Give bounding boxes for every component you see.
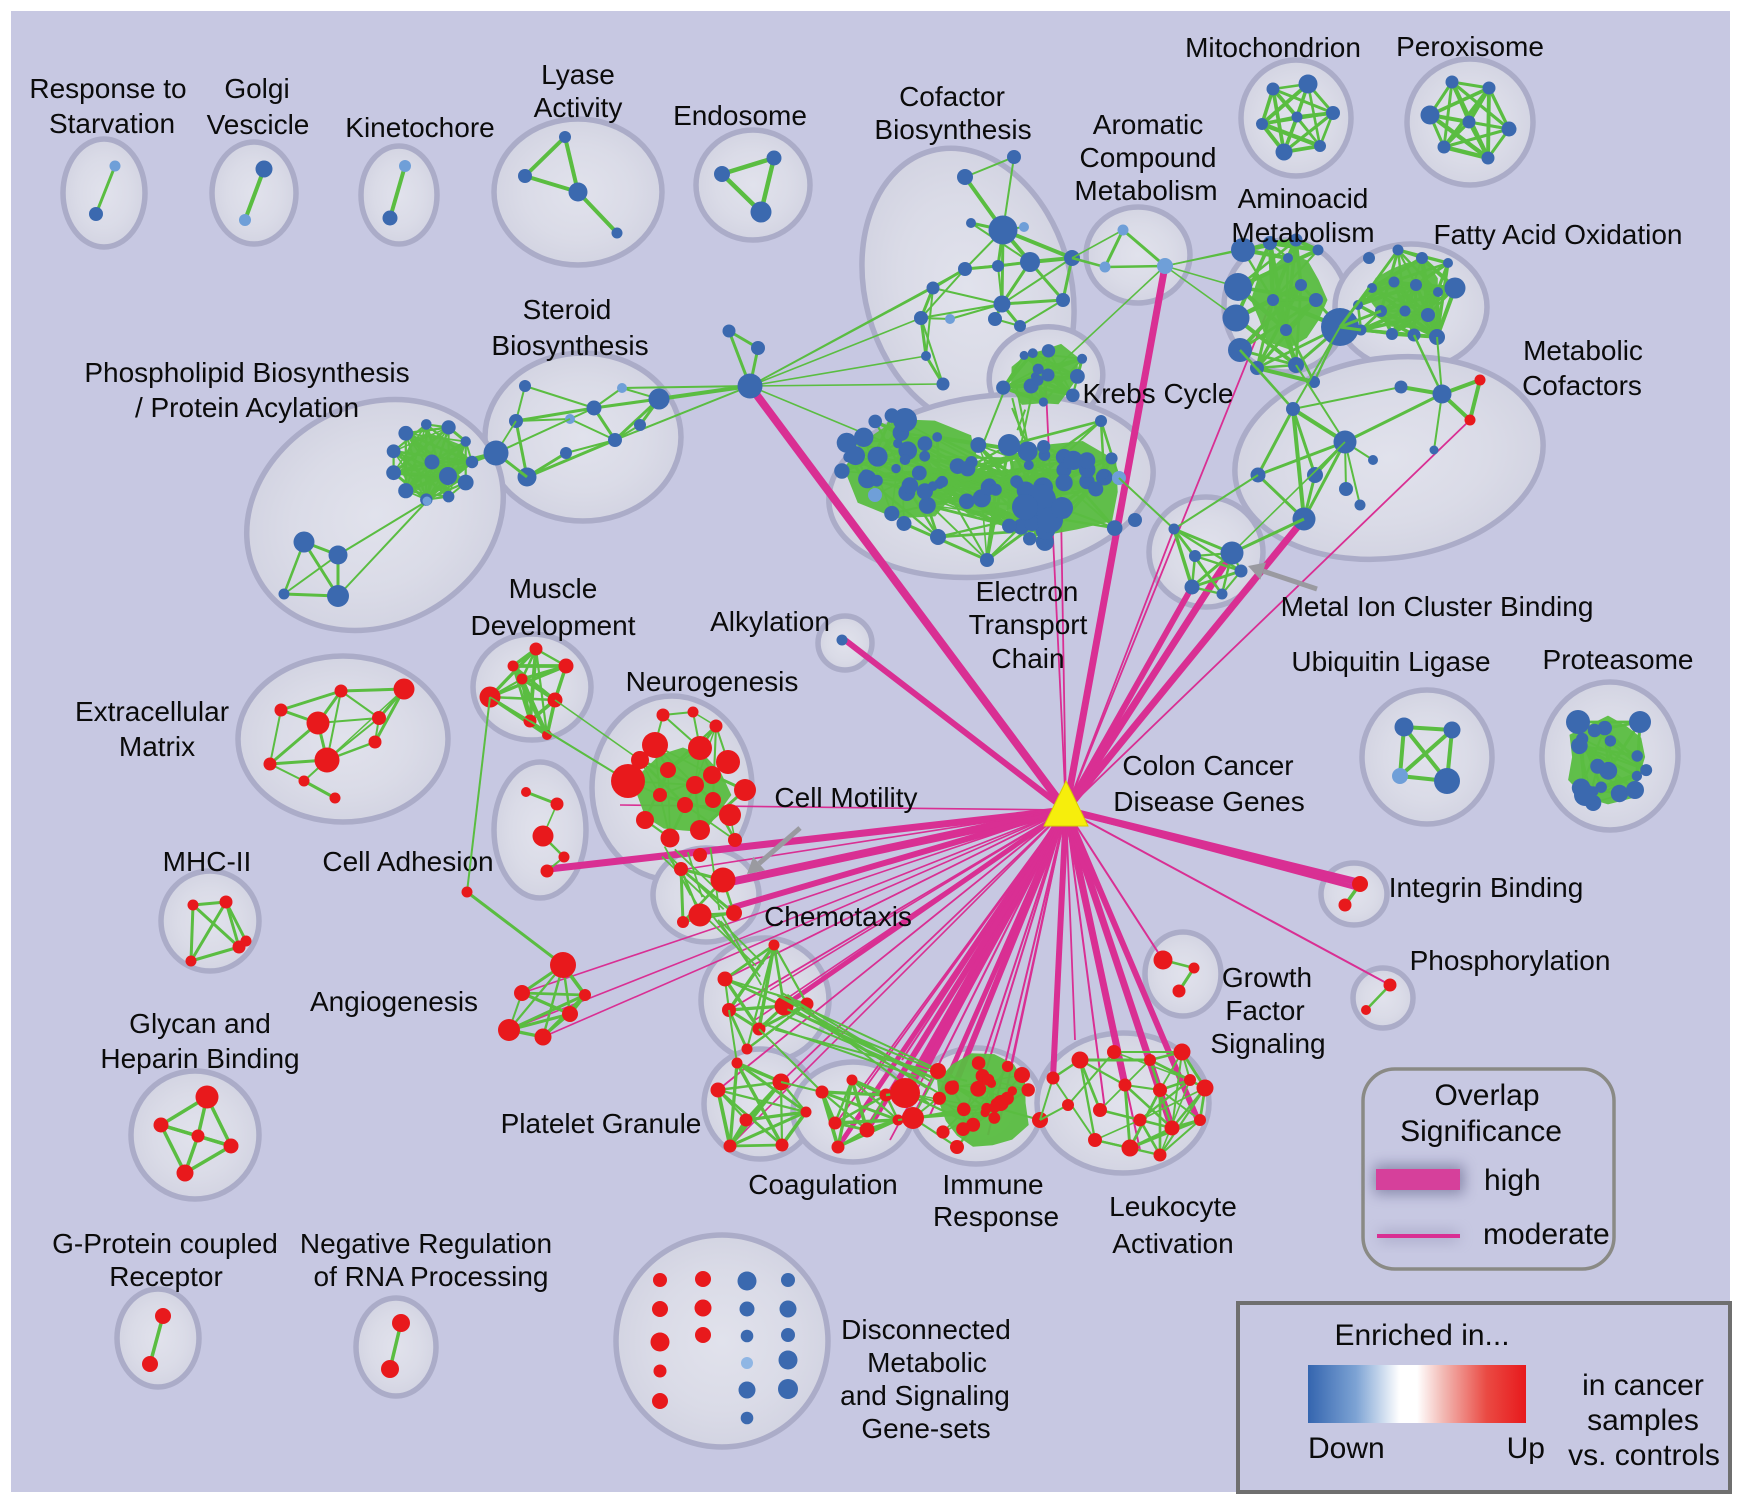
svg-text:Metabolism: Metabolism (1231, 217, 1374, 248)
svg-text:Mitochondrion: Mitochondrion (1185, 32, 1361, 63)
svg-text:Compound: Compound (1080, 142, 1217, 173)
svg-text:Phosphorylation: Phosphorylation (1410, 945, 1611, 976)
svg-text:Chemotaxis: Chemotaxis (764, 901, 912, 932)
svg-text:Significance: Significance (1400, 1115, 1562, 1148)
svg-text:Coagulation: Coagulation (748, 1169, 897, 1200)
svg-text:samples: samples (1587, 1404, 1699, 1437)
svg-text:Peroxisome: Peroxisome (1396, 31, 1544, 62)
svg-text:Cell Adhesion: Cell Adhesion (322, 846, 493, 877)
svg-text:G-Protein coupled: G-Protein coupled (52, 1228, 278, 1259)
svg-text:and Signaling: and Signaling (840, 1380, 1010, 1411)
svg-text:MHC-II: MHC-II (163, 846, 252, 877)
svg-text:Biosynthesis: Biosynthesis (491, 330, 648, 361)
svg-text:Alkylation: Alkylation (710, 606, 830, 637)
svg-text:Metal Ion Cluster Binding: Metal Ion Cluster Binding (1281, 591, 1594, 622)
svg-text:Immune: Immune (942, 1169, 1043, 1200)
svg-text:Extracellular: Extracellular (75, 696, 229, 727)
svg-text:Response to: Response to (29, 73, 186, 104)
svg-text:Gene-sets: Gene-sets (861, 1413, 990, 1444)
svg-text:Aromatic: Aromatic (1093, 109, 1203, 140)
svg-text:Golgi: Golgi (224, 73, 289, 104)
svg-text:in cancer: in cancer (1582, 1369, 1704, 1402)
svg-text:Heparin Binding: Heparin Binding (100, 1043, 299, 1074)
svg-text:Negative Regulation: Negative Regulation (300, 1228, 552, 1259)
svg-text:Proteasome: Proteasome (1543, 644, 1694, 675)
svg-text:Factor: Factor (1225, 995, 1304, 1026)
svg-text:Metabolic: Metabolic (1523, 335, 1643, 366)
svg-text:Receptor: Receptor (109, 1261, 223, 1292)
svg-text:Integrin Binding: Integrin Binding (1389, 872, 1584, 903)
svg-text:Biosynthesis: Biosynthesis (874, 114, 1031, 145)
svg-text:Kinetochore: Kinetochore (345, 112, 494, 143)
svg-text:Activity: Activity (534, 92, 623, 123)
svg-text:Vescicle: Vescicle (207, 109, 310, 140)
svg-text:Lyase: Lyase (541, 59, 615, 90)
svg-text:Krebs Cycle: Krebs Cycle (1083, 378, 1234, 409)
svg-text:Steroid: Steroid (523, 294, 612, 325)
svg-text:Transport: Transport (969, 609, 1088, 640)
svg-text:Disconnected: Disconnected (841, 1314, 1011, 1345)
svg-text:/ Protein Acylation: / Protein Acylation (135, 392, 359, 423)
svg-text:Metabolic: Metabolic (867, 1347, 987, 1378)
svg-text:moderate: moderate (1483, 1218, 1610, 1251)
svg-text:Disease Genes: Disease Genes (1113, 786, 1304, 817)
svg-text:Electron: Electron (976, 576, 1079, 607)
svg-text:Signaling: Signaling (1210, 1028, 1325, 1059)
svg-text:Activation: Activation (1112, 1228, 1233, 1259)
svg-text:Matrix: Matrix (119, 731, 195, 762)
svg-text:Phospholipid Biosynthesis: Phospholipid Biosynthesis (84, 357, 409, 388)
svg-text:Aminoacid: Aminoacid (1238, 183, 1369, 214)
svg-text:Glycan and: Glycan and (129, 1008, 271, 1039)
svg-text:Metabolism: Metabolism (1074, 175, 1217, 206)
svg-text:Up: Up (1507, 1432, 1545, 1465)
svg-text:high: high (1484, 1164, 1541, 1197)
svg-text:Cofactors: Cofactors (1522, 370, 1642, 401)
svg-text:Starvation: Starvation (49, 108, 175, 139)
svg-text:Enriched in...: Enriched in... (1334, 1319, 1509, 1352)
svg-text:vs. controls: vs. controls (1568, 1439, 1720, 1472)
svg-text:Leukocyte: Leukocyte (1109, 1191, 1237, 1222)
svg-text:Response: Response (933, 1201, 1059, 1232)
svg-text:Growth: Growth (1222, 962, 1312, 993)
svg-text:Development: Development (471, 610, 636, 641)
svg-text:Platelet Granule: Platelet Granule (501, 1108, 702, 1139)
svg-text:Fatty Acid Oxidation: Fatty Acid Oxidation (1433, 219, 1682, 250)
svg-text:Neurogenesis: Neurogenesis (626, 666, 799, 697)
svg-text:Chain: Chain (991, 643, 1064, 674)
svg-text:Muscle: Muscle (509, 573, 598, 604)
svg-text:Overlap: Overlap (1434, 1079, 1539, 1112)
svg-text:Colon Cancer: Colon Cancer (1122, 750, 1293, 781)
svg-text:Angiogenesis: Angiogenesis (310, 986, 478, 1017)
svg-text:Down: Down (1308, 1432, 1385, 1465)
svg-text:Endosome: Endosome (673, 100, 807, 131)
svg-text:Ubiquitin Ligase: Ubiquitin Ligase (1291, 646, 1490, 677)
svg-text:Cofactor: Cofactor (899, 81, 1005, 112)
svg-text:Cell Motility: Cell Motility (774, 782, 917, 813)
svg-text:of RNA Processing: of RNA Processing (314, 1261, 549, 1292)
